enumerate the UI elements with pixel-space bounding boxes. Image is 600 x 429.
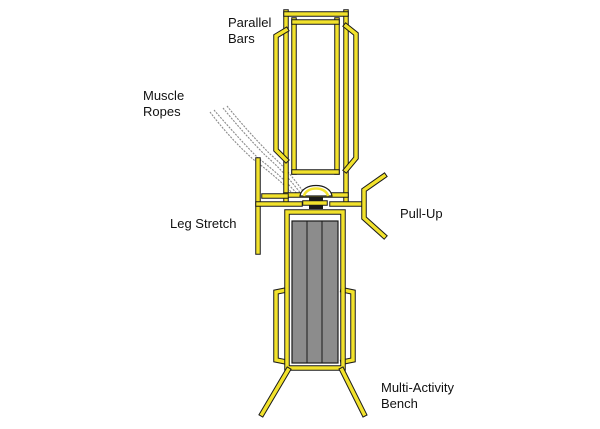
label-pull-up: Pull-Up bbox=[400, 206, 443, 222]
label-muscle-ropes: Muscle Ropes bbox=[143, 88, 184, 120]
label-parallel-bars: Parallel Bars bbox=[228, 15, 271, 47]
label-bench-line2: Bench bbox=[381, 396, 418, 411]
parallel-bars bbox=[273, 9, 359, 203]
label-leg-stretch: Leg Stretch bbox=[170, 216, 237, 232]
leg-stretch bbox=[255, 157, 303, 255]
label-muscle-ropes-line2: Ropes bbox=[143, 104, 181, 119]
label-pull-up-text: Pull-Up bbox=[400, 206, 443, 221]
multi-activity-bench bbox=[258, 200, 368, 418]
label-bench-line1: Multi-Activity bbox=[381, 380, 454, 395]
label-multi-activity-bench: Multi-Activity Bench bbox=[381, 380, 454, 412]
pull-up-bar bbox=[329, 172, 388, 240]
label-parallel-bars-line2: Bars bbox=[228, 31, 255, 46]
label-muscle-ropes-line1: Muscle bbox=[143, 88, 185, 103]
label-parallel-bars-line1: Parallel bbox=[228, 15, 272, 30]
label-leg-stretch-text: Leg Stretch bbox=[170, 216, 237, 231]
